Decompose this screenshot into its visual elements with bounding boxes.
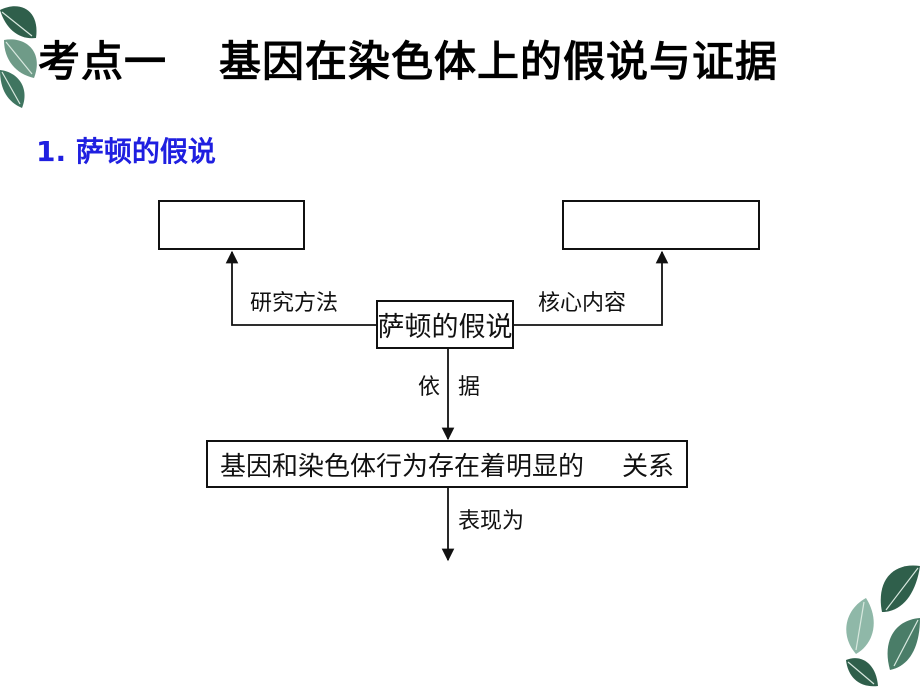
core-content-label: 核心内容 (538, 291, 627, 316)
research-method-label: 研究方法 (250, 291, 339, 316)
basis-label-char-2: 据 (458, 375, 481, 400)
connector-to-method-box (225, 250, 378, 326)
connector-to-content-box (514, 250, 669, 326)
leaf-vein (1, 11, 33, 105)
leaf-shape (846, 658, 878, 687)
evidence-text-prefix: 基因和染色体行为存在着明显的 (219, 451, 584, 482)
method-answer-box (158, 200, 305, 250)
page-title-part-1: 考点一 (38, 37, 168, 86)
leaf-shape (880, 565, 920, 612)
section-heading: 1. 萨顿的假说 (36, 135, 216, 168)
leaf-decoration-top-left (0, 6, 37, 108)
leaf-decoration-bottom-right (846, 565, 920, 687)
content-answer-box (562, 200, 760, 250)
leaf-vein (847, 567, 919, 685)
sutton-hypothesis-node: 萨顿的假说 (376, 300, 514, 349)
evidence-answer-blank (584, 449, 622, 479)
evidence-text-suffix: 关系 (622, 451, 675, 482)
sutton-hypothesis-label: 萨顿的假说 (377, 312, 513, 343)
leaf-shape (0, 6, 37, 39)
basis-label-char-1: 依 (418, 375, 441, 400)
page-title-part-2: 基因在染色体上的假说与证据 (219, 37, 779, 86)
page-title: 考点一 基因在染色体上的假说与证据 (38, 28, 778, 89)
manifestation-label: 表现为 (458, 509, 525, 534)
evidence-node: 基因和染色体行为存在着明显的 关系 (206, 440, 688, 488)
